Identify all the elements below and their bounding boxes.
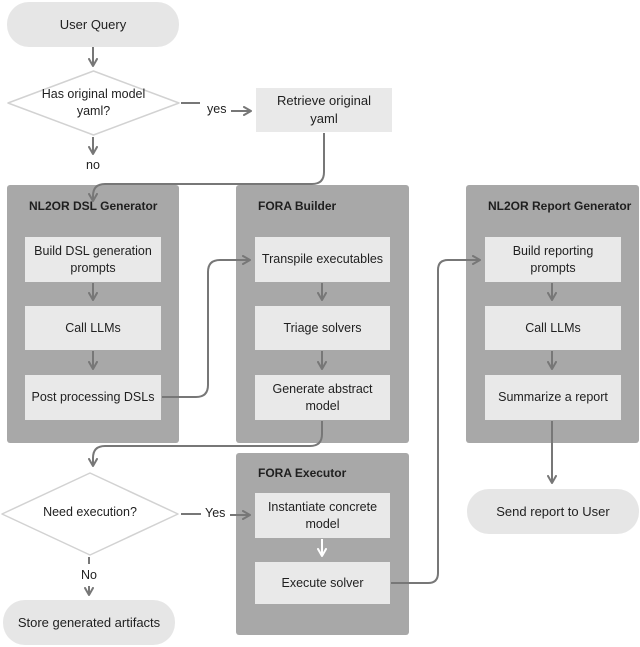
transpile-executables-node: Transpile executables	[255, 237, 390, 282]
has-yaml-decision-label: Has original model yaml?	[41, 86, 146, 119]
user-query-node: User Query	[7, 2, 179, 47]
edge-label-yes-execution: Yes	[205, 506, 226, 520]
summarize-report-node: Summarize a report	[485, 375, 621, 420]
instantiate-concrete-model-node: Instantiate concrete model	[255, 493, 390, 538]
call-llms-node-1: Call LLMs	[25, 306, 161, 350]
group-title-dsl-generator: NL2OR DSL Generator	[29, 199, 158, 213]
post-processing-dsls-node: Post processing DSLs	[25, 375, 161, 420]
send-report-node: Send report to User	[467, 489, 639, 534]
generate-abstract-model-node: Generate abstract model	[255, 375, 390, 420]
edge-label-yes: yes	[207, 102, 227, 116]
store-artifacts-node: Store generated artifacts	[3, 600, 175, 645]
edge-label-no: no	[86, 158, 100, 172]
group-title-fora-builder: FORA Builder	[258, 199, 337, 213]
build-dsl-prompts-node: Build DSL generation prompts	[25, 237, 161, 282]
call-llms-node-2: Call LLMs	[485, 306, 621, 350]
retrieve-yaml-node: Retrieve original yaml	[256, 88, 392, 132]
build-reporting-prompts-node: Build reporting prompts	[485, 237, 621, 282]
has-yaml-decision-shape	[7, 70, 180, 136]
group-fora-executor: FORA Executor	[236, 453, 409, 635]
execute-solver-node: Execute solver	[255, 562, 390, 604]
edge-label-no-execution: No	[81, 568, 97, 582]
triage-solvers-node: Triage solvers	[255, 306, 390, 350]
need-execution-decision-shape	[1, 472, 179, 556]
need-execution-decision-label: Need execution?	[43, 505, 137, 520]
group-title-fora-executor: FORA Executor	[258, 466, 347, 480]
group-title-report-generator: NL2OR Report Generator	[488, 199, 632, 213]
